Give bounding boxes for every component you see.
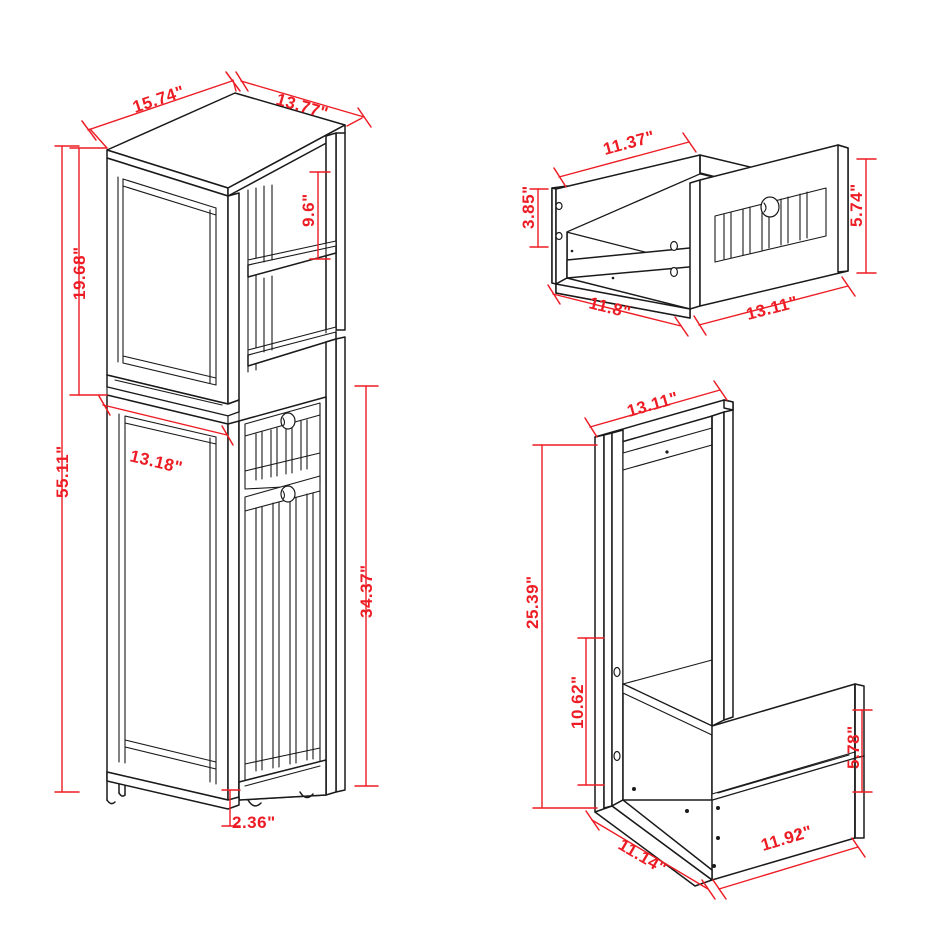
dim-34-37 — [354, 385, 379, 787]
drawer-front-panel[interactable] — [689, 144, 849, 310]
view-carcass-detail — [594, 399, 865, 887]
dim-11-92 — [712, 837, 866, 900]
dim-label-2-36: 2.36" — [232, 813, 276, 832]
dim-9-6 — [309, 171, 331, 260]
dim-label-55-11: 55.11" — [53, 445, 72, 498]
dim-5-78 — [852, 709, 873, 793]
cabinet-mid-rail — [106, 374, 240, 425]
cabinet-lower-left-panel — [106, 394, 229, 805]
cabinet-top-slab — [106, 92, 346, 197]
dim-label-3-85: 3.85" — [519, 185, 538, 229]
view-main-cabinet — [106, 92, 346, 810]
dim-15-74 — [81, 71, 241, 149]
cabinet-base-stretcher — [106, 771, 240, 810]
dim-5-74 — [856, 158, 877, 274]
dim-2-36 — [221, 789, 241, 827]
dim-3-85 — [529, 188, 549, 248]
dim-13-11-carcass — [584, 380, 728, 438]
dim-label-5-78: 5.78" — [844, 725, 863, 769]
dim-label-5-74: 5.74" — [847, 183, 866, 227]
dim-13-11-drawer — [693, 276, 856, 336]
dim-13-18 — [98, 395, 234, 446]
dim-label-25-39: 25.39" — [523, 575, 542, 629]
dim-label-15-74: 15.74" — [130, 82, 187, 117]
dim-label-13-11-drawer: 13.11" — [744, 292, 800, 324]
dim-11-14 — [585, 810, 716, 900]
dim-11-37 — [553, 132, 697, 188]
cabinet-lower-front — [227, 336, 346, 807]
dim-13-77 — [235, 71, 372, 128]
dim-label-34-37: 34.37" — [357, 564, 376, 618]
dim-25-39 — [532, 444, 598, 809]
cabinet-upper-left-panel — [106, 157, 229, 405]
dim-label-11-37: 11.37" — [601, 127, 657, 159]
dim-10-62 — [577, 637, 605, 786]
cabinet-drawer-front[interactable] — [244, 402, 321, 490]
dim-label-10-62: 10.62" — [568, 675, 587, 729]
cabinet-door-front[interactable] — [244, 475, 321, 783]
cabinet-upper-open-side — [227, 132, 346, 405]
dim-label-9-6: 9.6" — [299, 193, 318, 227]
view-drawer-detail — [551, 144, 849, 319]
dim-19-68 — [69, 147, 108, 396]
dim-11-8 — [547, 284, 689, 337]
dim-label-19-68: 19.68" — [70, 246, 89, 300]
dim-55-11 — [54, 145, 80, 793]
